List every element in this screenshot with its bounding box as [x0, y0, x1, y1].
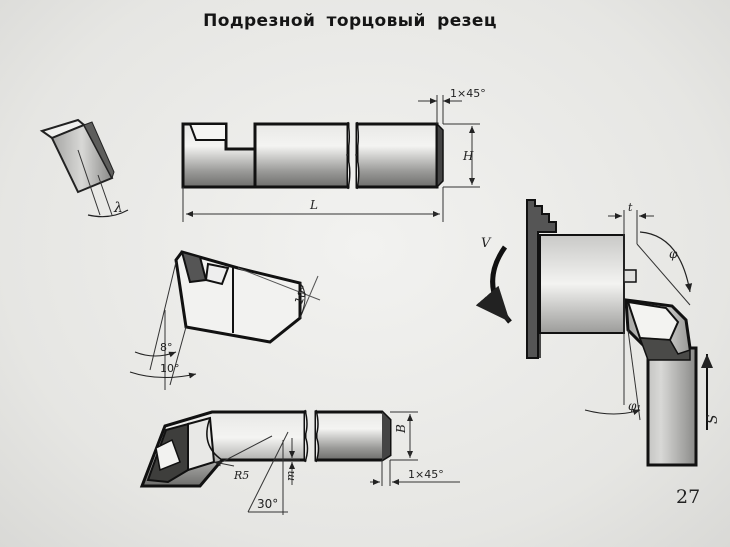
page-number: 27: [676, 486, 701, 508]
label-m: m: [284, 471, 297, 481]
label-chamfer-top: 1×45°: [450, 87, 486, 100]
slide-title: Подрезной торцовый резец: [203, 11, 497, 31]
top-side-view: H 1×45° L: [181, 87, 486, 222]
label-length: L: [309, 198, 318, 212]
label-chamfer-bottom: 1×45°: [408, 468, 444, 481]
label-angle-30: 30°: [257, 497, 278, 511]
section-view-lambda: λ: [39, 118, 129, 218]
label-angle-10-low: 10°: [160, 362, 180, 375]
machining-scheme: t φ V φ₁ S: [475, 199, 721, 467]
label-height-bottom: B: [394, 424, 408, 434]
label-velocity-v: V: [481, 236, 492, 251]
label-feed-s: S: [705, 414, 721, 424]
label-height-top: H: [462, 149, 474, 163]
label-radius: R5: [233, 469, 249, 482]
middle-end-view: 10° 8° 10°: [129, 250, 321, 390]
label-depth-t: t: [628, 201, 633, 214]
label-phi: φ: [669, 247, 678, 261]
bottom-plan-view: R5 30° m B 1×45°: [139, 409, 460, 515]
label-phi1: φ₁: [628, 399, 641, 413]
label-angle-8: 8°: [160, 341, 173, 354]
label-lambda: λ: [113, 200, 123, 216]
